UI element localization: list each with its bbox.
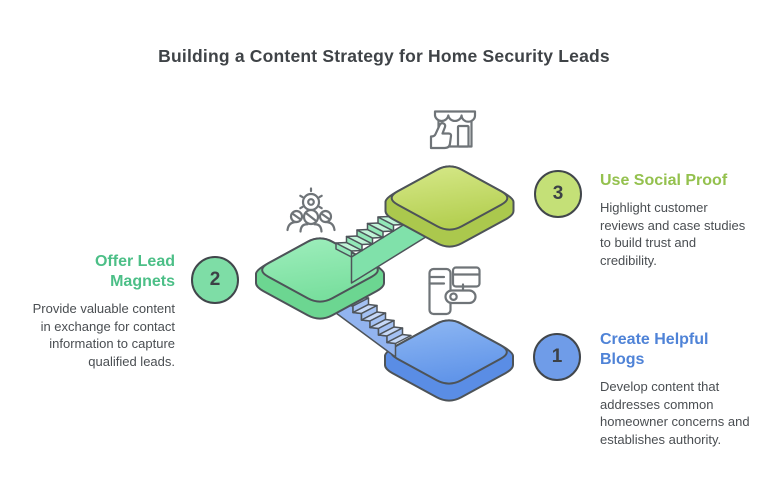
step-1-number: 1 bbox=[551, 346, 563, 367]
step-3-description: Highlight customer reviews and case stud… bbox=[600, 200, 746, 268]
step-1-block: Create Helpful Blogs Develop content tha… bbox=[600, 330, 750, 448]
step-2-number-badge: 2 bbox=[191, 256, 239, 304]
step-3-heading: Use Social Proof bbox=[600, 172, 728, 189]
step-3-number: 3 bbox=[552, 183, 564, 204]
staircase-graphic bbox=[255, 110, 515, 402]
step-1-number-badge: 1 bbox=[533, 333, 581, 381]
step-1-description: Develop content that addresses common ho… bbox=[600, 379, 750, 447]
step-3-block: Use Social Proof Highlight customer revi… bbox=[600, 171, 752, 269]
platform-step-1 bbox=[384, 319, 514, 402]
step-3-number-badge: 3 bbox=[534, 170, 582, 218]
page-title: Building a Content Strategy for Home Sec… bbox=[158, 46, 610, 66]
storefront-thumbs-up-icon bbox=[429, 110, 477, 150]
blog-device-icon bbox=[428, 266, 481, 316]
platform-step-3 bbox=[384, 165, 515, 248]
step-2-number: 2 bbox=[209, 269, 221, 290]
step-1-heading: Create Helpful Blogs bbox=[600, 331, 709, 368]
gear-team-icon bbox=[286, 187, 336, 233]
step-2-block: Offer Lead Magnets Provide valuable cont… bbox=[25, 252, 175, 370]
step-2-description: Provide valuable content in exchange for… bbox=[32, 301, 175, 369]
step-2-heading: Offer Lead Magnets bbox=[94, 253, 175, 290]
